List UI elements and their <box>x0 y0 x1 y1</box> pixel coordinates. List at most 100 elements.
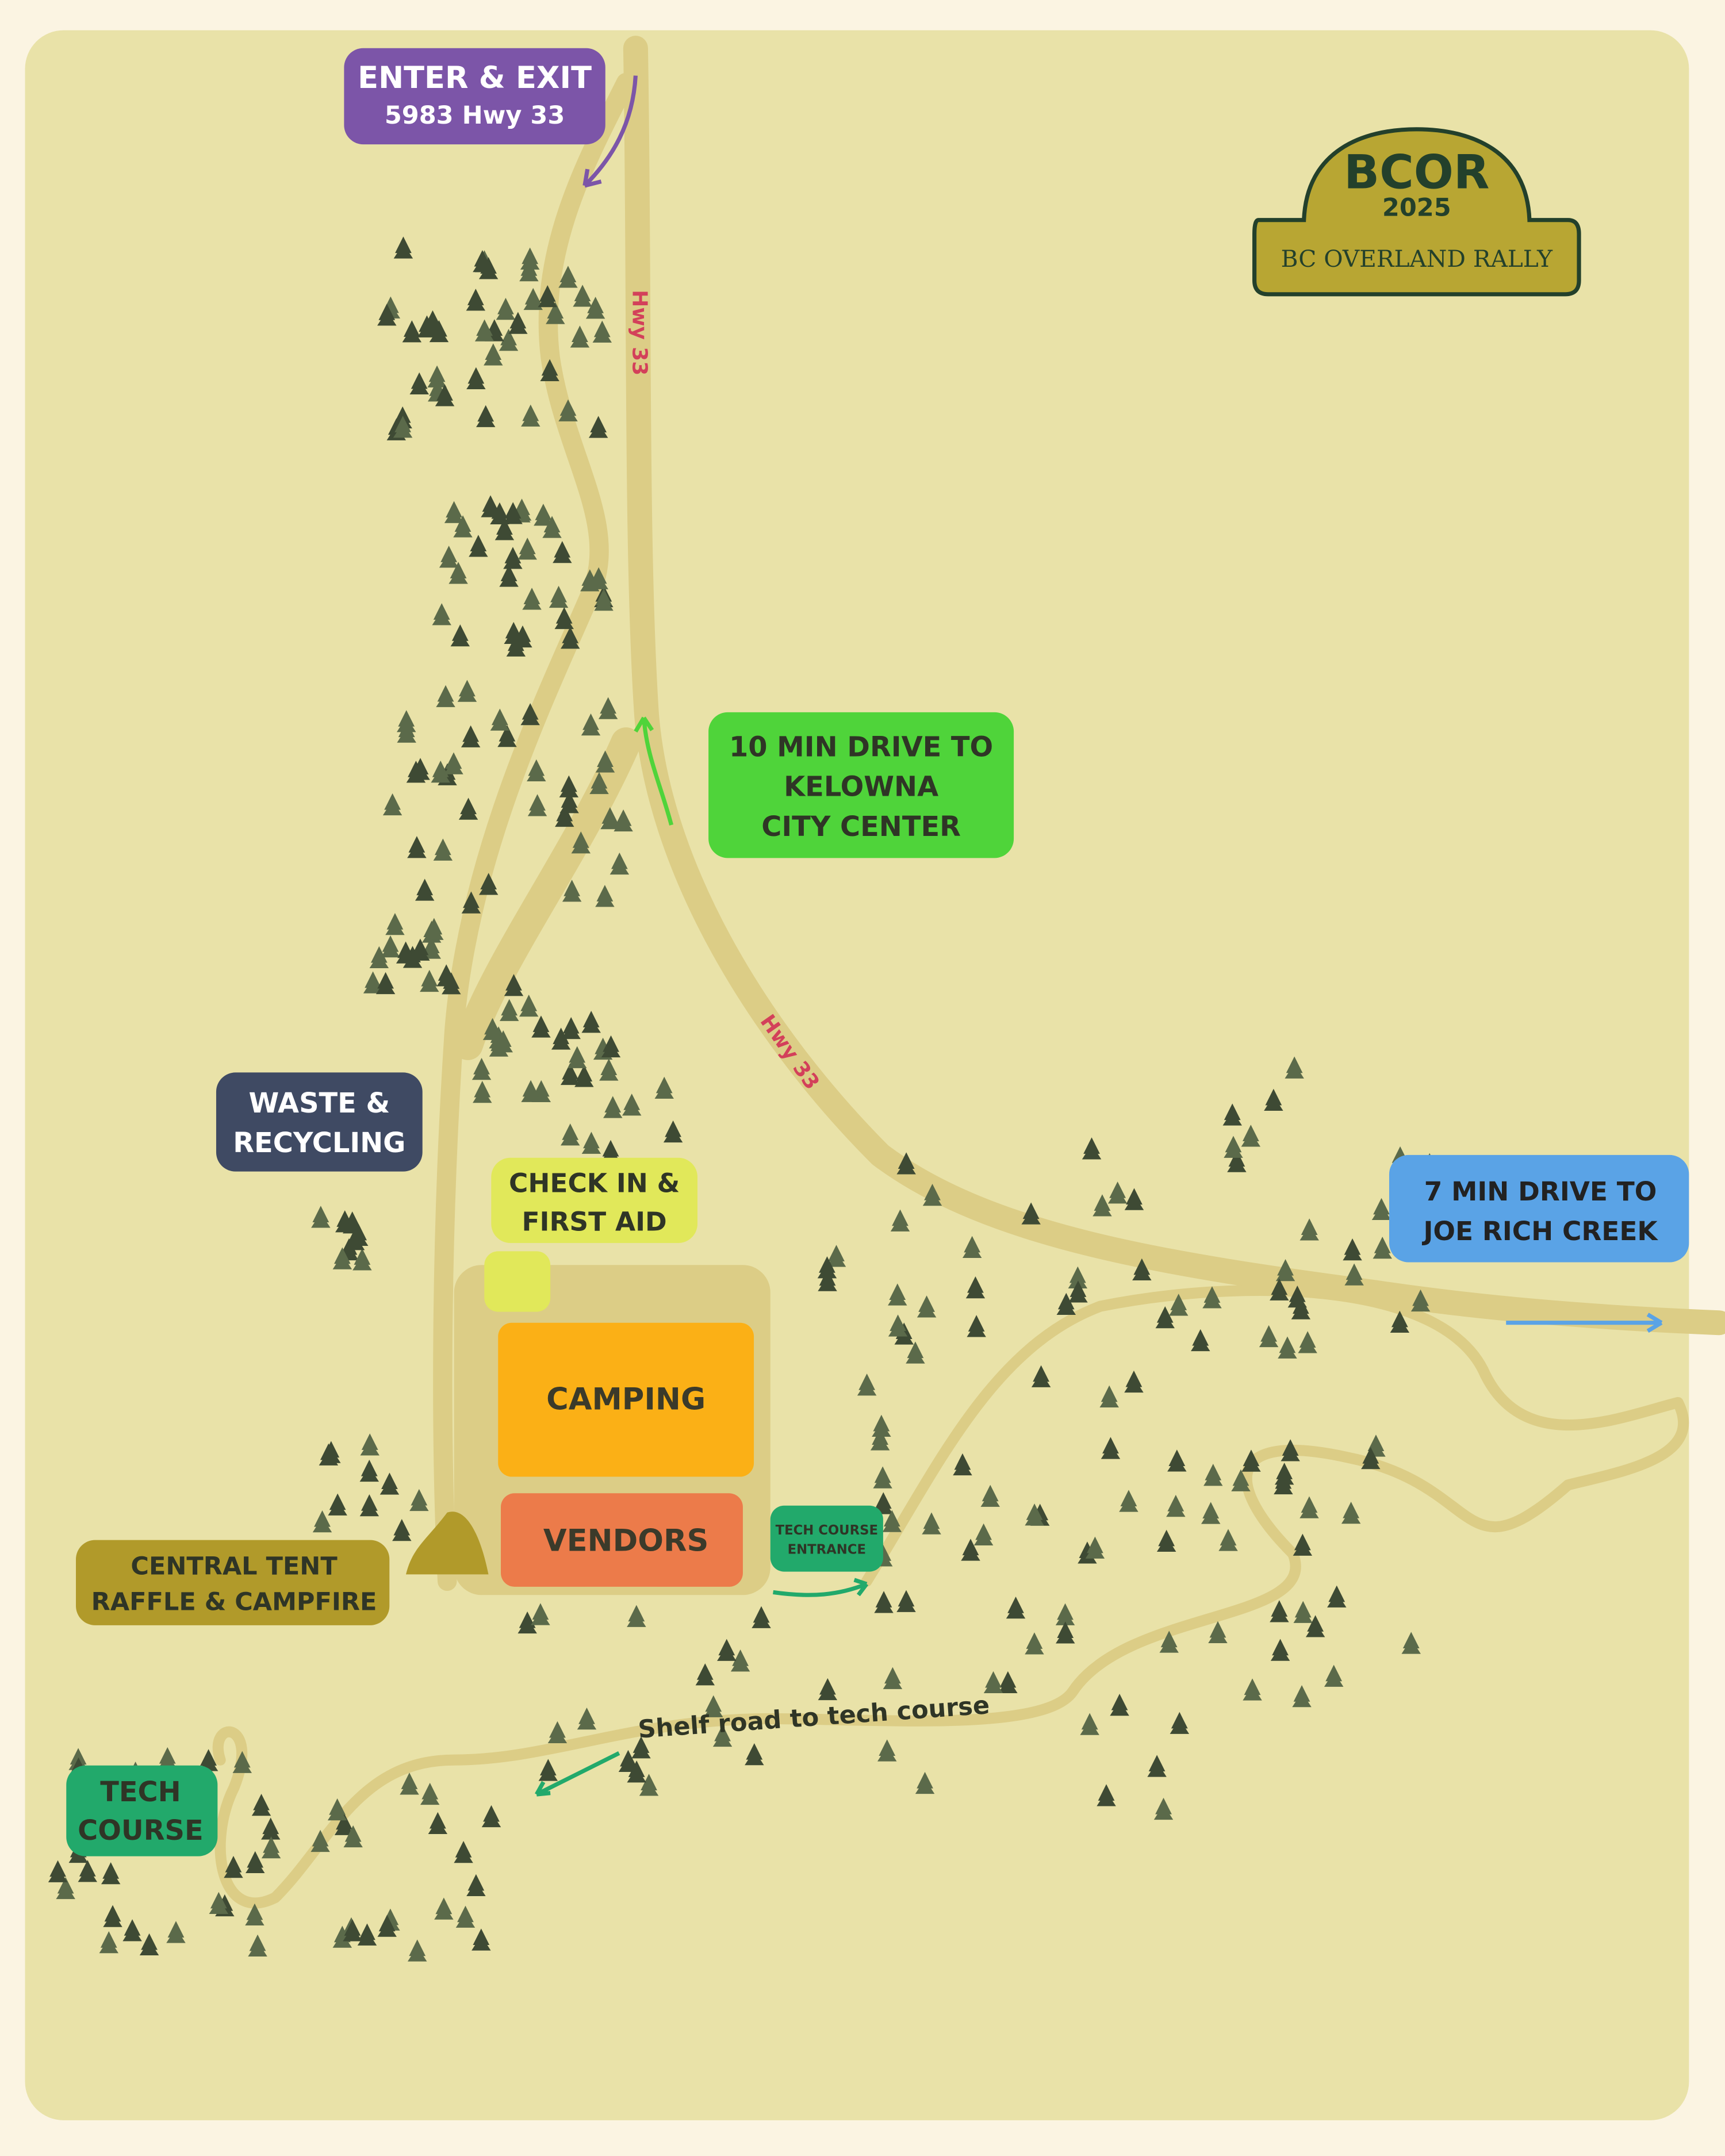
tree-icon <box>1293 1533 1313 1556</box>
tree-icon <box>504 622 523 644</box>
tree-icon <box>967 1315 986 1337</box>
tree-icon <box>745 1743 764 1766</box>
tree-icon <box>573 285 592 307</box>
tree-icon <box>444 501 464 523</box>
svg-text:JOE RICH CREEK: JOE RICH CREEK <box>1421 1216 1658 1246</box>
central-tent-label: CENTRAL TENT RAFFLE & CAMPFIRE <box>76 1540 390 1625</box>
vendors-area[interactable]: VENDORS <box>501 1493 743 1587</box>
tree-icon <box>1224 1135 1243 1158</box>
tree-icon <box>101 1862 121 1885</box>
tree-icon <box>402 320 422 343</box>
tree-icon <box>311 1206 331 1228</box>
tree-icon <box>1241 1449 1261 1472</box>
tree-icon <box>1218 1529 1238 1551</box>
tree-icon <box>248 1934 267 1956</box>
tree-icon <box>888 1283 907 1306</box>
svg-text:BC OVERLAND RALLY: BC OVERLAND RALLY <box>1281 245 1554 273</box>
tree-icon <box>396 941 416 964</box>
svg-text:RECYCLING: RECYCLING <box>233 1127 405 1159</box>
tree-icon <box>817 1256 837 1279</box>
tech-loop-road <box>212 1284 1689 1909</box>
tree-icon <box>379 1472 400 1495</box>
tree-icon <box>1264 1088 1283 1111</box>
tree-icon <box>1241 1125 1261 1147</box>
tree-icon <box>158 1747 178 1770</box>
tree-icon <box>570 325 590 348</box>
tree-icon <box>589 567 608 589</box>
tree-icon <box>251 1793 271 1816</box>
tree-icon <box>359 1459 379 1482</box>
tree-icon <box>48 1860 68 1882</box>
tree-icon <box>561 1016 581 1039</box>
tree-icon <box>1068 1266 1088 1288</box>
tree-icon <box>818 1269 837 1291</box>
tree-icon <box>499 328 519 351</box>
kelowna-label: 10 MIN DRIVE TO KELOWNA CITY CENTER <box>634 712 1014 858</box>
tree-icon <box>385 913 405 935</box>
tree-icon <box>1300 1496 1319 1518</box>
tree-icon <box>1285 1056 1304 1079</box>
tree-icon <box>493 1030 513 1053</box>
tree-icon <box>499 999 519 1021</box>
tree-icon <box>359 1494 379 1517</box>
tree-icon <box>618 1750 638 1773</box>
tree-icon <box>1274 1472 1293 1495</box>
tree-icon <box>631 1736 651 1759</box>
tree-icon <box>103 1905 122 1927</box>
tree-icon <box>549 585 569 608</box>
tree-icon <box>1156 1529 1176 1552</box>
tree-icon <box>415 878 435 901</box>
tree-icon <box>1056 1621 1075 1644</box>
tree-icon <box>1361 1447 1381 1470</box>
tree-icon <box>917 1295 937 1318</box>
tree-icon <box>1243 1678 1262 1701</box>
tree-icon <box>603 1096 623 1118</box>
first-aid-area <box>484 1251 551 1312</box>
tree-icon <box>1281 1439 1300 1461</box>
tree-icon <box>553 541 572 563</box>
tree-icon <box>663 1120 683 1143</box>
tree-icon <box>245 1903 264 1925</box>
tree-icon <box>906 1341 925 1364</box>
tree-icon <box>961 1539 980 1561</box>
tree-icon <box>455 1905 476 1928</box>
tree-icon <box>496 297 516 320</box>
camping-area[interactable]: CAMPING <box>498 1322 754 1477</box>
tree-icon <box>717 1639 737 1661</box>
tree-icon <box>531 1015 551 1038</box>
tree-icon <box>503 547 523 569</box>
tree-icon <box>527 759 546 782</box>
tree-icon <box>448 562 468 584</box>
tree-icon <box>922 1183 942 1206</box>
tree-icon <box>474 319 494 342</box>
tree-icon <box>1201 1502 1221 1524</box>
tree-icon <box>521 1080 540 1102</box>
tree-icon <box>896 1152 916 1175</box>
entry-arrow-icon <box>582 75 638 188</box>
tree-icon <box>1155 1306 1175 1329</box>
tree-icon <box>1270 1639 1290 1661</box>
tree-icon <box>1153 1797 1174 1820</box>
tree-icon <box>520 703 540 726</box>
tree-icon <box>873 1466 892 1489</box>
tree-icon <box>478 873 499 895</box>
tree-icon <box>428 1812 448 1835</box>
tree-icon <box>482 1018 503 1040</box>
tech-entrance-label: TECH COURSE ENTRANCE <box>770 1505 883 1597</box>
tree-icon <box>1222 1103 1242 1126</box>
svg-text:CITY CENTER: CITY CENTER <box>761 811 961 843</box>
tree-icon <box>397 720 416 743</box>
tree-icon <box>1278 1336 1297 1359</box>
tree-icon <box>1292 1685 1312 1708</box>
tree-icon <box>531 1603 550 1625</box>
tree-icon <box>888 1314 908 1337</box>
tree-icon <box>592 320 612 343</box>
tree-icon <box>321 1441 341 1463</box>
tree-icon <box>1110 1693 1129 1716</box>
tree-icon <box>453 515 473 538</box>
tree-icon <box>209 1892 229 1915</box>
tree-icon <box>558 266 578 288</box>
tree-icon <box>393 416 413 438</box>
tree-icon <box>409 1489 429 1511</box>
